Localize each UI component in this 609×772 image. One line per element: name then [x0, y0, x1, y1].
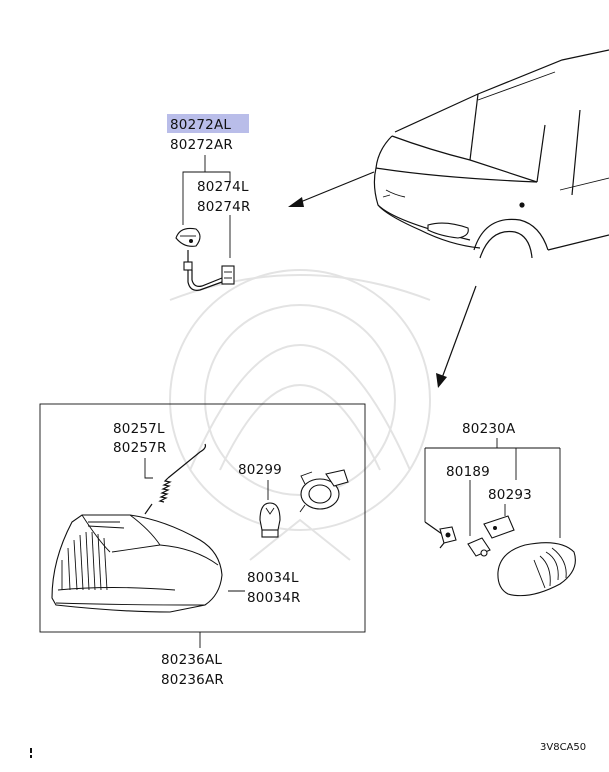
car-outline — [373, 49, 609, 259]
socket-part — [299, 469, 349, 513]
side-marker-lens-part — [497, 542, 576, 597]
label-80293[interactable]: 80293 — [488, 487, 532, 503]
label-80299[interactable]: 80299 — [238, 462, 282, 478]
diagram-code: 3V8CA50 — [540, 742, 586, 753]
bulb-part — [259, 502, 281, 538]
clip-part — [483, 515, 515, 539]
label-80274R[interactable]: 80274R — [197, 199, 251, 215]
label-80272AL[interactable]: 80272AL — [170, 117, 231, 133]
callout-arrows — [288, 171, 477, 388]
bracket-lines-right — [424, 438, 561, 538]
screw-part — [424, 521, 457, 549]
corner-mark — [30, 748, 32, 758]
headlamp-assembly-frame — [39, 403, 366, 633]
label-80274L[interactable]: 80274L — [197, 179, 249, 195]
label-80189[interactable]: 80189 — [446, 464, 490, 480]
label-80236AR[interactable]: 80236AR — [161, 672, 224, 688]
watermark-emblem — [169, 269, 431, 561]
label-80236AL[interactable]: 80236AL — [161, 652, 222, 668]
label-80230A[interactable]: 80230A — [462, 421, 516, 437]
label-80034L[interactable]: 80034L — [247, 570, 299, 586]
bulb-socket-part — [175, 227, 235, 291]
label-80257L[interactable]: 80257L — [113, 421, 165, 437]
spring-part — [144, 443, 207, 515]
headlamp-lens-part — [51, 514, 223, 613]
label-80257R[interactable]: 80257R — [113, 440, 167, 456]
label-80272AR[interactable]: 80272AR — [170, 137, 233, 153]
highlight-box — [167, 114, 249, 133]
label-80034R[interactable]: 80034R — [247, 590, 301, 606]
small-bulb-part — [467, 537, 491, 557]
bracket-lines-top-left — [182, 155, 231, 258]
